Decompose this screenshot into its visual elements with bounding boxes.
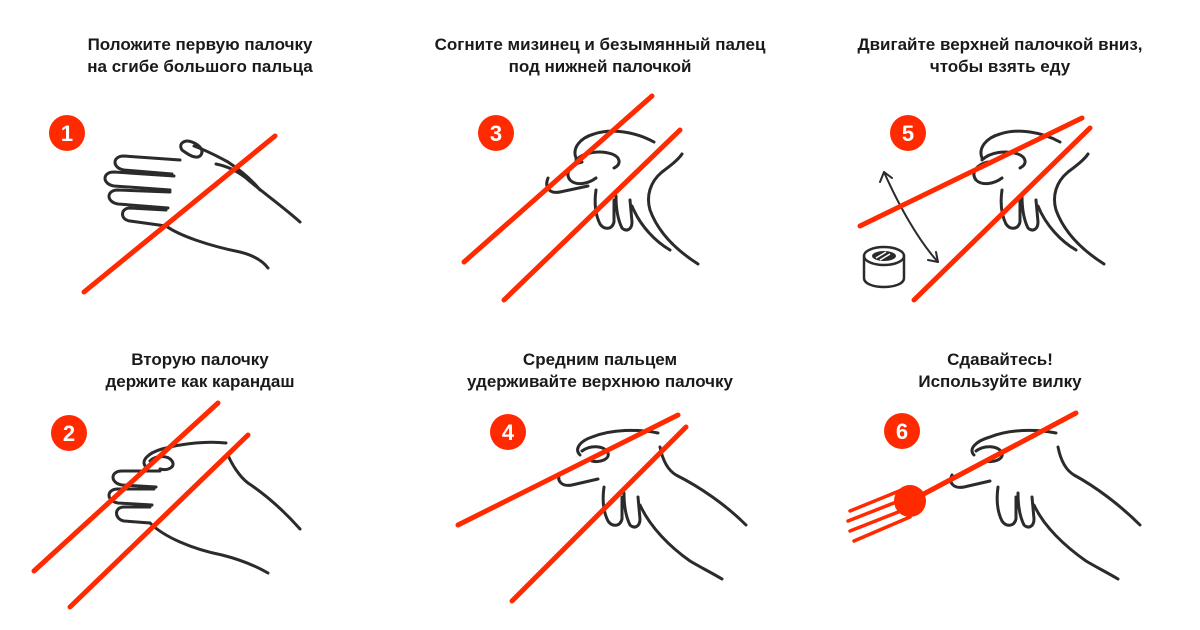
step-4-badge: 4 xyxy=(490,414,526,450)
step-4-number: 4 xyxy=(502,420,515,445)
step-3-panel: Согните мизинец и безымянный палец под н… xyxy=(400,0,800,315)
step-6-panel: Сдавайтесь! Используйте вилку 6 xyxy=(800,315,1200,630)
open-hand-icon xyxy=(103,139,302,270)
step-3-number: 3 xyxy=(490,121,502,146)
step-4-caption: Средним пальцем удерживайте верхнюю пало… xyxy=(400,349,800,393)
step-4-panel: Средним пальцем удерживайте верхнюю пало… xyxy=(400,315,800,630)
lower-chopstick xyxy=(509,424,689,604)
holding-hand-icon xyxy=(972,129,1106,266)
holding-hand-icon xyxy=(557,428,748,581)
step-5-illustration: 5 xyxy=(857,115,1106,303)
step-6-number: 6 xyxy=(896,419,908,444)
step-6-illustration: 6 xyxy=(846,410,1142,581)
step-2-caption: Вторую палочку держите как карандаш xyxy=(0,349,400,393)
step-5-badge: 5 xyxy=(890,115,926,151)
step-5-caption-line-2: чтобы взять еду xyxy=(929,57,1071,76)
upper-chopstick xyxy=(455,412,681,528)
lower-chopstick xyxy=(501,127,683,303)
step-3-badge: 3 xyxy=(478,115,514,151)
step-3-illustration: 3 xyxy=(461,93,700,303)
step-6-caption-line-1: Сдавайтесь! xyxy=(947,350,1053,369)
step-2-caption-line-2: держите как карандаш xyxy=(105,372,295,391)
step-2-caption-line-1: Вторую палочку xyxy=(131,350,269,369)
step-5-number: 5 xyxy=(902,121,914,146)
step-6-caption-line-2: Используйте вилку xyxy=(918,372,1082,391)
first-chopstick xyxy=(81,133,278,295)
step-1-caption-line-1: Положите первую палочку xyxy=(87,35,313,54)
step-6-caption: Сдавайтесь! Используйте вилку xyxy=(800,349,1200,393)
upper-chopstick xyxy=(857,115,1085,229)
holding-hand-icon xyxy=(949,428,1142,581)
step-1-panel: Положите первую палочку на сгибе большог… xyxy=(0,0,400,315)
sushi-roll-icon xyxy=(862,245,906,289)
curved-double-arrow-icon xyxy=(879,171,939,263)
step-5-panel: Двигайте верхней палочкой вниз, чтобы вз… xyxy=(800,0,1200,315)
step-1-illustration: 1 xyxy=(49,115,302,295)
second-chopstick xyxy=(67,432,251,610)
step-3-caption-line-1: Согните мизинец и безымянный палец xyxy=(434,35,766,54)
step-2-badge: 2 xyxy=(51,415,87,451)
step-1-number: 1 xyxy=(61,121,73,146)
upper-chopstick xyxy=(461,93,655,265)
step-2-number: 2 xyxy=(63,421,75,446)
holding-hand-icon xyxy=(107,440,302,575)
step-4-illustration: 4 xyxy=(455,412,748,604)
step-4-caption-line-2: удерживайте верхнюю палочку xyxy=(467,372,733,391)
step-1-caption-line-2: на сгибе большого пальца xyxy=(87,57,313,76)
first-chopstick xyxy=(31,400,221,574)
step-2-panel: Вторую палочку держите как карандаш 2 xyxy=(0,315,400,630)
step-5-caption: Двигайте верхней палочкой вниз, чтобы вз… xyxy=(800,34,1200,78)
step-1-badge: 1 xyxy=(49,115,85,151)
step-5-caption-line-1: Двигайте верхней палочкой вниз, xyxy=(857,35,1143,54)
fork-icon xyxy=(846,410,1079,543)
holding-hand-icon xyxy=(545,129,700,266)
lower-chopstick xyxy=(911,125,1093,303)
step-1-caption: Положите первую палочку на сгибе большог… xyxy=(0,34,400,78)
step-6-badge: 6 xyxy=(884,413,920,449)
step-3-caption: Согните мизинец и безымянный палец под н… xyxy=(400,34,800,78)
step-2-illustration: 2 xyxy=(31,400,302,610)
step-3-caption-line-2: под нижней палочкой xyxy=(508,57,692,76)
step-4-caption-line-1: Средним пальцем xyxy=(522,350,678,369)
